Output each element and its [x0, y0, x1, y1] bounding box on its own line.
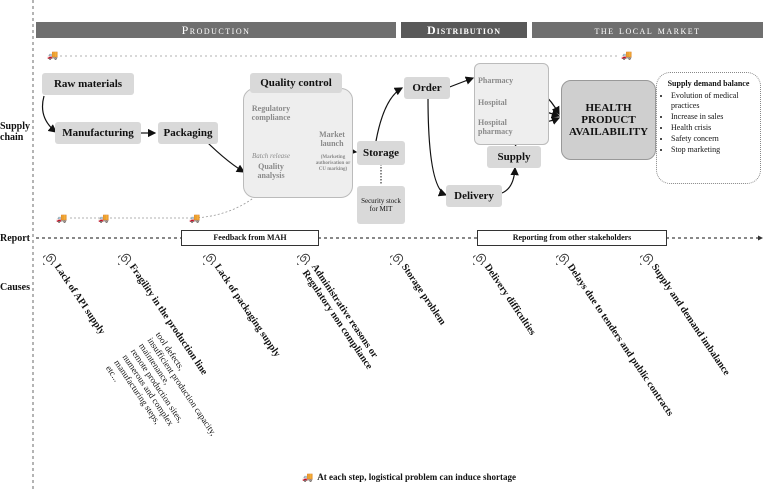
band-local-market: the local market: [532, 22, 763, 38]
step-delivery: Delivery: [446, 185, 502, 207]
hospital-pharmacy-label: Hospital pharmacy: [478, 118, 513, 136]
list-item: Evolution of medical practices: [671, 91, 760, 111]
spiral-icon: [297, 253, 311, 265]
qc-batch-release: Batch release: [251, 152, 291, 160]
pharmacy-label: Pharmacy: [478, 76, 514, 85]
row-label-report: Report: [0, 233, 30, 244]
feedback-mah-box: Feedback from MAH: [181, 230, 319, 246]
truck-icon: 🚚: [302, 472, 314, 482]
step-packaging: Packaging: [158, 122, 218, 144]
qc-market-launch: Market launch: [319, 130, 345, 148]
truck-icon: 🚚: [189, 213, 201, 223]
row-label-supply: Supply: [0, 121, 31, 132]
truck-icon: 🚚: [98, 213, 110, 223]
step-supply: Supply: [487, 146, 541, 168]
list-item: Stop marketing: [671, 145, 760, 155]
supply-demand-title: Supply demand balance: [667, 79, 750, 88]
supply-demand-list: Evolution of medical practices Increase …: [657, 91, 760, 155]
footer-text: At each step, logistical problem can ind…: [317, 472, 517, 482]
spiral-icon: [118, 253, 132, 265]
row-label-chain: chain: [0, 132, 24, 143]
truck-icon: 🚚: [56, 213, 68, 223]
band-production: Production: [36, 22, 396, 38]
spiral-icon: [473, 253, 487, 265]
step-storage: Storage: [357, 141, 405, 165]
reporting-stakeholders-box: Reporting from other stakeholders: [477, 230, 667, 246]
step-raw-materials: Raw materials: [42, 73, 134, 95]
security-stock-box: Security stock for MIT: [357, 186, 405, 224]
spiral-icon: [43, 253, 57, 265]
truck-icon: 🚚: [621, 50, 633, 60]
spiral-icon: [556, 253, 570, 265]
row-label-supply-chain: Supply chain: [0, 121, 30, 143]
step-order: Order: [404, 77, 450, 99]
row-label-causes: Causes: [0, 282, 31, 293]
step-quality-control: Quality control: [250, 73, 342, 93]
step-manufacturing: Manufacturing: [55, 122, 141, 144]
spiral-icon: [390, 253, 404, 265]
qc-regulatory-compliance: Regulatory compliance: [251, 104, 291, 122]
health-product-availability: HEALTH PRODUCT AVAILABILITY: [561, 80, 656, 160]
spiral-icon: [203, 253, 217, 265]
supply-demand-panel: Supply demand balance Evolution of medic…: [656, 72, 761, 184]
list-item: Increase in sales: [671, 112, 760, 122]
footer-note: 🚚At each step, logistical problem can in…: [302, 472, 516, 483]
hospital-label: Hospital: [478, 98, 507, 107]
qc-quality-analysis: Quality analysis: [257, 162, 285, 180]
truck-icon: 🚚: [47, 50, 59, 60]
list-item: Safety concern: [671, 134, 760, 144]
qc-marketing-note: (Marketing authorisation or CU marking): [315, 155, 351, 172]
band-distribution: Distribution: [401, 22, 527, 38]
pharmacy-panel: [474, 63, 549, 145]
list-item: Health crisis: [671, 123, 760, 133]
spiral-icon: [640, 253, 654, 265]
